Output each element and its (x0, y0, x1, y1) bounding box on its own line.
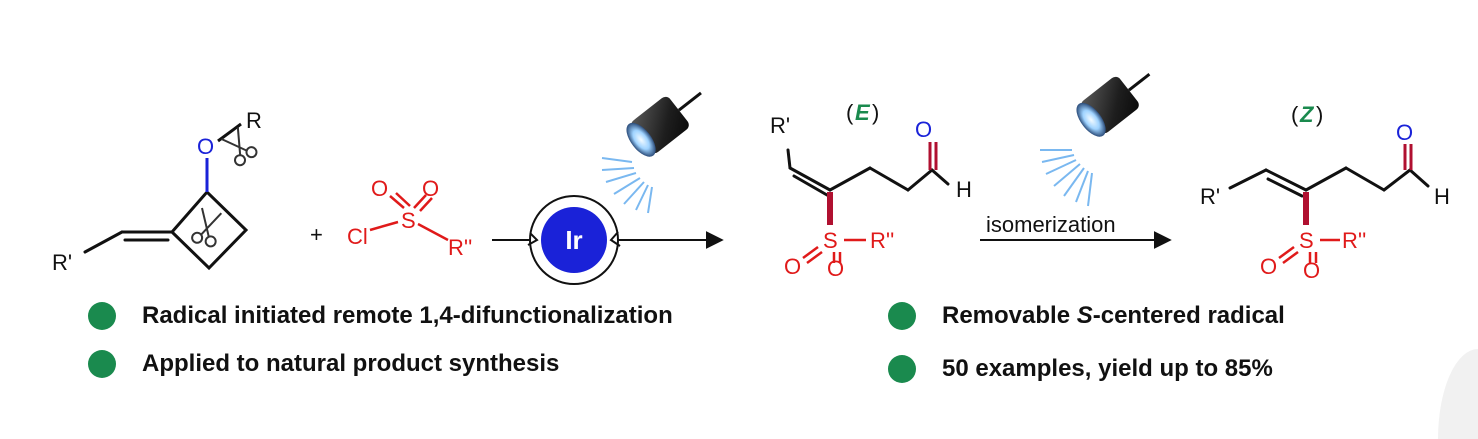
r-group-label: R (246, 108, 262, 133)
svg-text:(: ( (846, 100, 854, 125)
stereo-descriptor-z: ( Z ) (1291, 102, 1323, 127)
bullet-dot (88, 302, 116, 330)
stereo-descriptor-e: ( E ) (846, 100, 879, 125)
flashlight-icon (1040, 73, 1151, 207)
bullet-radical-difunctionalization: Radical initiated remote 1,4-difunctiona… (88, 302, 673, 330)
oxygen-label: O (371, 176, 388, 201)
sulfur-label: S (823, 228, 838, 253)
plus-sign: + (310, 222, 323, 247)
bullet-text: 50 examples, yield up to 85% (942, 355, 1273, 382)
svg-text:): ) (1316, 102, 1323, 127)
svg-text:(: ( (1291, 102, 1299, 127)
bullet-dot (888, 355, 916, 383)
r-prime-label: R' (770, 113, 790, 138)
cl-label: Cl (347, 224, 368, 249)
sulfur-label: S (1299, 228, 1314, 253)
aldehyde-oxygen-label: O (915, 117, 932, 142)
r-prime-label: R' (52, 250, 72, 275)
reactant-sulfonyl-chloride: Cl S O O R'' (347, 176, 472, 260)
product-e: R' O H S R'' O O ( E ) (770, 100, 972, 281)
r-double-prime-label: R'' (448, 235, 472, 260)
bullet-examples-yield: 50 examples, yield up to 85% (888, 355, 1273, 383)
oxygen-label: O (422, 176, 439, 201)
flashlight-icon (601, 91, 702, 214)
iridium-catalyst-label: Ir (565, 225, 582, 255)
aldehyde-h-label: H (1434, 184, 1450, 209)
bullet-text: Radical initiated remote 1,4-difunctiona… (142, 302, 673, 329)
r-prime-label: R' (1200, 184, 1220, 209)
svg-text:Z: Z (1299, 102, 1315, 127)
bullet-dot (888, 302, 916, 330)
bullet-text: Applied to natural product synthesis (142, 350, 560, 377)
sulfur-label: S (401, 208, 416, 233)
r-double-prime-label: R'' (870, 228, 894, 253)
sulfonyl-oxygen-label: O (784, 254, 801, 279)
sulfonyl-oxygen-label: O (1260, 254, 1277, 279)
bullet-text: Removable S-centered radical (942, 302, 1285, 329)
r-double-prime-label: R'' (1342, 228, 1366, 253)
reactant-alkylidenecyclobutane: R' O R (52, 108, 262, 275)
isomerization-label: isomerization (986, 212, 1116, 237)
scissors-icon (221, 127, 258, 167)
svg-text:): ) (872, 100, 879, 125)
scissors-icon (191, 207, 223, 248)
oxygen-label: O (197, 134, 214, 159)
sulfonyl-oxygen-label: O (827, 256, 844, 281)
svg-text:E: E (855, 100, 871, 125)
bullet-removable-radical: Removable S-centered radical (888, 302, 1285, 330)
product-z: R' O H S R'' O O ( Z ) (1200, 102, 1450, 283)
isomerization-arrow: isomerization (980, 212, 1172, 249)
sulfonyl-oxygen-label: O (1303, 258, 1320, 283)
catalytic-cycle: Ir (492, 195, 724, 285)
bullet-dot (88, 350, 116, 378)
bullet-natural-product-synthesis: Applied to natural product synthesis (88, 350, 559, 378)
aldehyde-h-label: H (956, 177, 972, 202)
aldehyde-oxygen-label: O (1396, 120, 1413, 145)
